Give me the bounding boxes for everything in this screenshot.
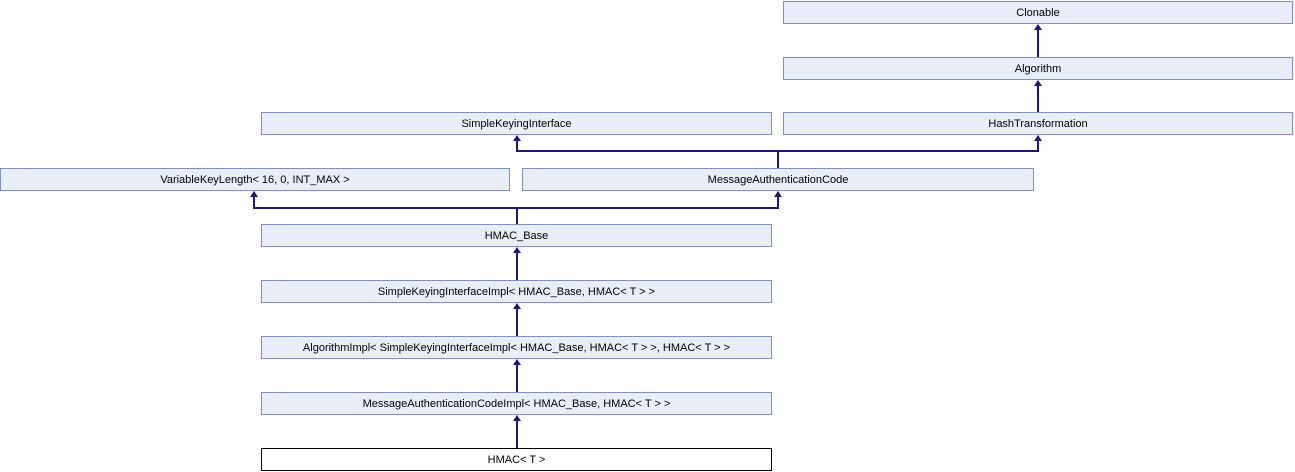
arrow-line xyxy=(516,421,518,448)
class-node-simple-keying-interface[interactable]: SimpleKeyingInterface xyxy=(261,112,772,135)
arrow-line xyxy=(516,253,518,280)
arrowhead-icon xyxy=(513,415,521,421)
arrowhead-icon xyxy=(513,303,521,309)
class-node-simple-keying-interface-impl[interactable]: SimpleKeyingInterfaceImpl< HMAC_Base, HM… xyxy=(261,280,772,303)
arrow-line xyxy=(516,209,518,224)
class-node-variable-key-length[interactable]: VariableKeyLength< 16, 0, INT_MAX > xyxy=(0,168,510,191)
arrow-line xyxy=(516,365,518,392)
arrow-line xyxy=(777,152,779,168)
class-node-clonable[interactable]: Clonable xyxy=(783,1,1293,24)
class-node-hmac-current: HMAC< T > xyxy=(261,448,772,471)
arrow-line xyxy=(253,197,255,207)
class-node-algorithm-impl[interactable]: AlgorithmImpl< SimpleKeyingInterfaceImpl… xyxy=(261,336,772,359)
arrow-line xyxy=(516,141,518,150)
arrow-line xyxy=(1037,30,1039,57)
arrowhead-icon xyxy=(513,135,521,141)
class-node-hash-transformation[interactable]: HashTransformation xyxy=(783,112,1293,135)
arrow-line xyxy=(1037,86,1039,112)
arrowhead-icon xyxy=(250,191,258,197)
arrowhead-icon xyxy=(1034,135,1042,141)
class-node-algorithm[interactable]: Algorithm xyxy=(783,57,1293,80)
class-node-hmac-base[interactable]: HMAC_Base xyxy=(261,224,772,247)
arrowhead-icon xyxy=(513,247,521,253)
arrow-line xyxy=(253,207,779,209)
arrowhead-icon xyxy=(513,359,521,365)
arrow-line xyxy=(1037,141,1039,150)
arrow-line xyxy=(777,197,779,207)
class-node-message-authentication-code[interactable]: MessageAuthenticationCode xyxy=(522,168,1034,191)
arrowhead-icon xyxy=(774,191,782,197)
arrow-line xyxy=(516,150,1039,152)
arrow-line xyxy=(516,309,518,336)
arrowhead-icon xyxy=(1034,24,1042,30)
arrowhead-icon xyxy=(1034,80,1042,86)
class-node-message-authentication-code-impl[interactable]: MessageAuthenticationCodeImpl< HMAC_Base… xyxy=(261,392,772,415)
